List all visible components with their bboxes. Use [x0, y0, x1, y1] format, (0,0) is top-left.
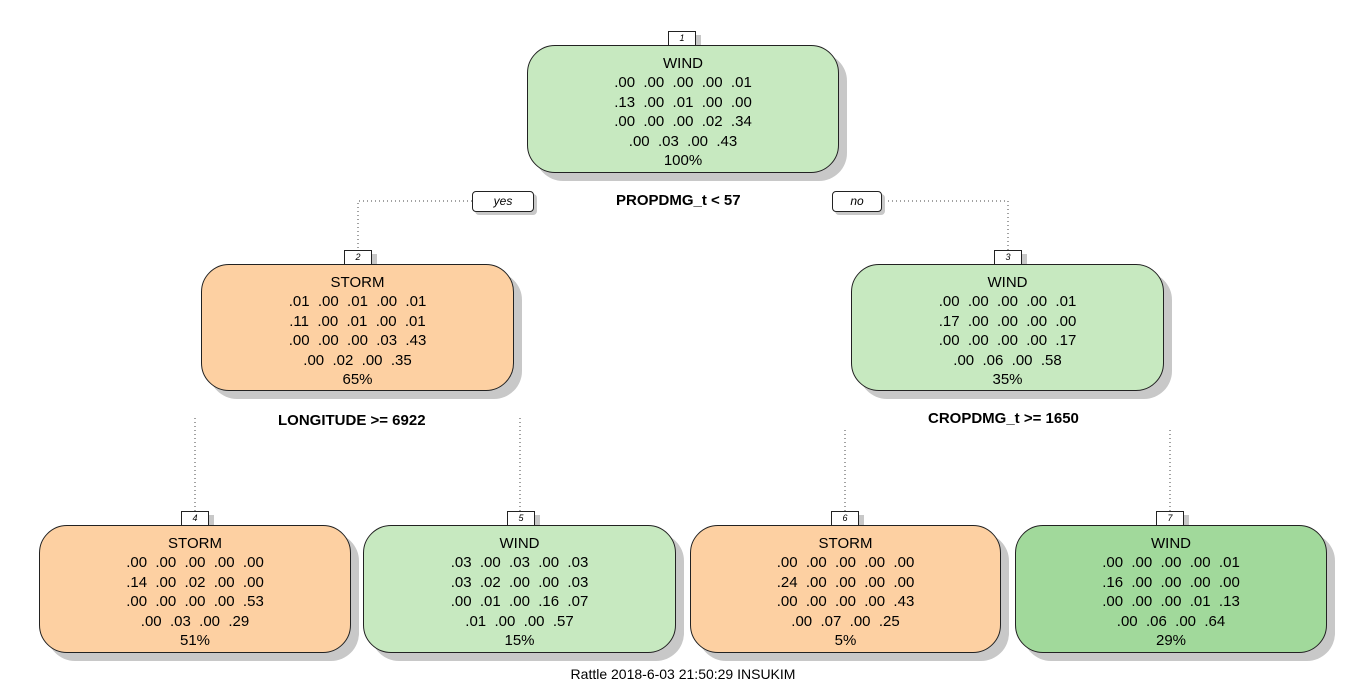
node-class-label: STORM — [168, 535, 222, 552]
node-class-label: STORM — [818, 535, 873, 552]
node-prob-row: .00 .00 .00 .00 .01 — [938, 293, 1077, 311]
node-number-tag: 5 — [507, 511, 535, 526]
node-number-tag: 7 — [1156, 511, 1184, 526]
node-prob-row: .00 .00 .00 .00 .01 — [1102, 554, 1240, 572]
node-prob-row: .00 .06 .00 .58 — [953, 351, 1062, 369]
node-percent: 15% — [504, 632, 535, 650]
node-prob-row: .00 .00 .00 .01 .13 — [1102, 593, 1240, 611]
node-class-label: WIND — [987, 274, 1028, 291]
node-prob-row: .00 .00 .00 .02 .34 — [614, 113, 752, 131]
node-percent: 5% — [834, 632, 857, 650]
node-prob-row: .03 .02 .00 .00 .03 — [450, 573, 589, 591]
node-prob-row: .00 .07 .00 .25 — [791, 612, 900, 630]
node-percent: 65% — [342, 371, 373, 389]
node-prob-row: .24 .00 .00 .00 .00 — [776, 573, 915, 591]
split-label-left: LONGITUDE >= 6922 — [278, 412, 426, 429]
node-prob-row: .00 .00 .00 .00 .53 — [126, 593, 264, 611]
node-prob-row: .11 .00 .01 .00 .01 — [289, 312, 426, 330]
node-prob-row: .17 .00 .00 .00 .00 — [938, 312, 1077, 330]
node-prob-row: .00 .00 .00 .00 .17 — [938, 332, 1077, 350]
node-number-tag: 4 — [181, 511, 209, 526]
tree-node-3: WIND .00 .00 .00 .00 .01 .17 .00 .00 .00… — [851, 264, 1164, 391]
tree-node-6: STORM .00 .00 .00 .00 .00 .24 .00 .00 .0… — [690, 525, 1001, 653]
node-prob-row: .01 .00 .01 .00 .01 — [288, 293, 427, 311]
tree-node-2: STORM .01 .00 .01 .00 .01 .11 .00 .01 .0… — [201, 264, 514, 391]
node-prob-row: .16 .00 .00 .00 .00 — [1102, 573, 1240, 591]
split-label-root: PROPDMG_t < 57 — [616, 192, 741, 209]
tree-node-7: WIND .00 .00 .00 .00 .01 .16 .00 .00 .00… — [1015, 525, 1327, 653]
node-prob-row: .00 .00 .00 .00 .43 — [776, 593, 915, 611]
node-prob-row: .00 .00 .00 .00 .00 — [126, 554, 264, 572]
node-class-label: WIND — [1151, 535, 1191, 552]
node-class-label: WIND — [663, 55, 703, 72]
branch-no-badge: no — [832, 191, 882, 212]
node-prob-row: .00 .03 .00 .29 — [140, 612, 250, 630]
node-prob-row: .01 .00 .00 .57 — [465, 612, 574, 630]
node-number-tag: 3 — [994, 250, 1022, 265]
node-class-label: STORM — [330, 274, 385, 291]
node-number-tag: 2 — [344, 250, 372, 265]
node-prob-row: .13 .00 .01 .00 .00 — [614, 93, 752, 111]
node-prob-row: .00 .06 .00 .64 — [1116, 612, 1226, 630]
split-label-right: CROPDMG_t >= 1650 — [928, 410, 1079, 427]
node-prob-row: .00 .03 .00 .43 — [628, 132, 738, 150]
node-prob-row: .00 .00 .00 .03 .43 — [288, 332, 427, 350]
node-prob-row: .03 .00 .03 .00 .03 — [450, 554, 589, 572]
node-prob-row: .00 .00 .00 .00 .01 — [614, 74, 752, 92]
node-percent: 29% — [1155, 632, 1187, 650]
tree-node-5: WIND .03 .00 .03 .00 .03 .03 .02 .00 .00… — [363, 525, 676, 653]
node-prob-row: .14 .00 .02 .00 .00 — [126, 573, 264, 591]
node-number-tag: 6 — [831, 511, 859, 526]
node-prob-row: .00 .02 .00 .35 — [303, 351, 412, 369]
node-class-label: WIND — [499, 535, 540, 552]
tree-node-1: WIND .00 .00 .00 .00 .01 .13 .00 .01 .00… — [527, 45, 839, 173]
edge-1-3 — [832, 200, 1009, 250]
branch-yes-badge: yes — [472, 191, 534, 212]
footer-caption: Rattle 2018-6-03 21:50:29 INSUKIM — [570, 666, 796, 682]
node-percent: 100% — [663, 152, 703, 170]
node-prob-row: .00 .00 .00 .00 .00 — [776, 554, 915, 572]
node-percent: 35% — [992, 371, 1023, 389]
node-percent: 51% — [179, 632, 211, 650]
tree-node-4: STORM .00 .00 .00 .00 .00 .14 .00 .02 .0… — [39, 525, 351, 653]
edge-1-2 — [357, 200, 472, 250]
node-prob-row: .00 .01 .00 .16 .07 — [450, 593, 589, 611]
node-number-tag: 1 — [668, 31, 696, 46]
